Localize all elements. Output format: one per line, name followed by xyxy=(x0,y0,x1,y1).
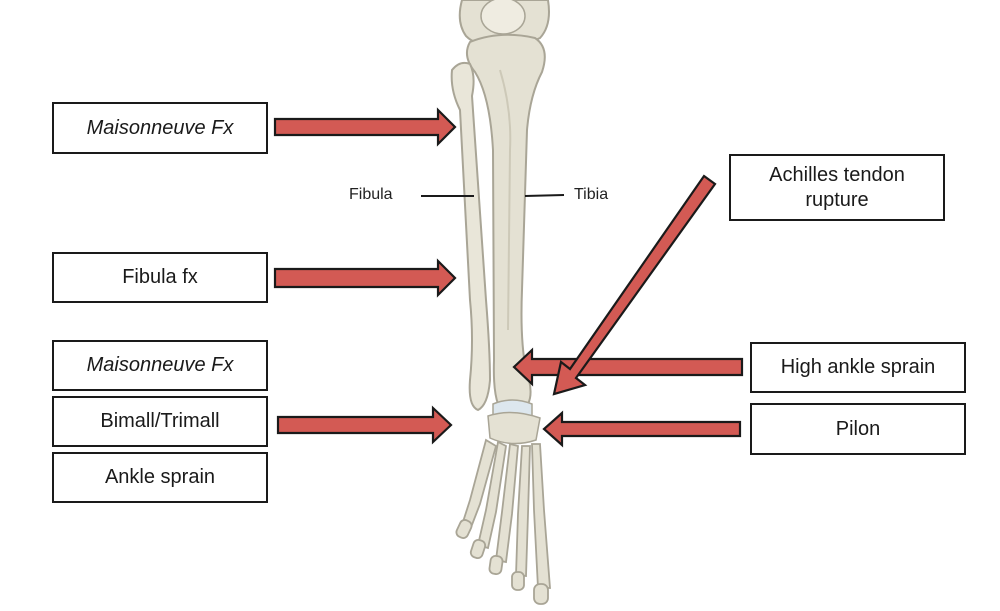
arrow-pilon xyxy=(542,410,742,448)
bimall-trimall-box: Bimall/Trimall xyxy=(52,396,268,447)
fibula-label: Fibula xyxy=(349,186,393,203)
pilon-box: Pilon xyxy=(750,403,966,455)
achilles-tendon-rupture-box: Achilles tendon rupture xyxy=(729,154,945,221)
fibula-bone xyxy=(450,61,492,412)
tibia-pointer-line xyxy=(524,194,565,197)
high-ankle-sprain-box: High ankle sprain xyxy=(750,342,966,393)
ankle-sprain-box: Ankle sprain xyxy=(52,452,268,503)
maisonneuve-fx-top-box: Maisonneuve Fx xyxy=(52,102,268,154)
talus-joint xyxy=(487,399,541,445)
maisonneuve-fx-lower-box: Maisonneuve Fx xyxy=(52,340,268,391)
arrow-achilles xyxy=(552,174,717,396)
foot-bones xyxy=(455,438,551,605)
tibia-label: Tibia xyxy=(574,186,609,203)
fibula-fx-box: Fibula fx xyxy=(52,252,268,303)
arrows xyxy=(273,107,744,448)
arrow-maisonneuve-top xyxy=(273,107,457,147)
arrow-bimall xyxy=(276,405,453,445)
arrow-high-ankle-sprain xyxy=(512,347,744,387)
arrow-fibula-fx xyxy=(273,258,457,298)
